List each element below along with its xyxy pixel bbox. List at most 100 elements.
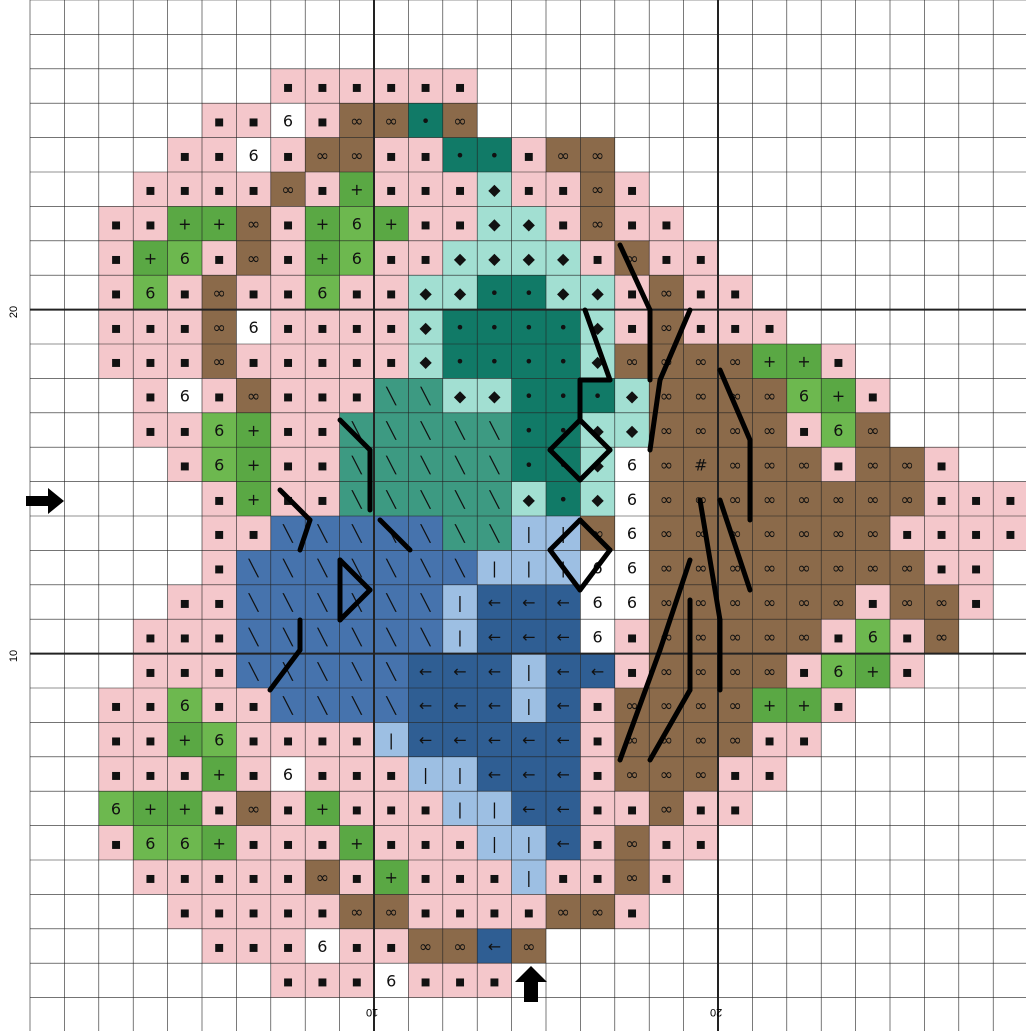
stitch-symbol: ╲	[351, 524, 363, 543]
stitch-symbol: |	[526, 662, 531, 681]
stitch-symbol: ∞	[247, 799, 260, 818]
stitch-symbol: ╲	[420, 559, 432, 578]
stitch-symbol: ▪	[455, 868, 466, 887]
stitch-symbol: ▪	[283, 903, 294, 922]
stitch-symbol: ∞	[729, 731, 742, 750]
stitch-symbol: ╲	[351, 627, 363, 646]
stitch-symbol: ∞	[832, 490, 845, 509]
stitch-symbol: ▪	[179, 903, 190, 922]
stitch-symbol: ←	[453, 662, 466, 681]
stitch-symbol: •	[421, 111, 430, 130]
stitch-symbol: ∞	[763, 662, 776, 681]
stitch-symbol: ▪	[351, 283, 362, 302]
stitch-symbol: ▪	[111, 283, 122, 302]
stitch-symbol: ╲	[317, 662, 329, 681]
stitch-symbol: ▪	[420, 77, 431, 96]
stitch-symbol: ∞	[660, 696, 673, 715]
stitch-symbol: ∞	[729, 627, 742, 646]
stitch-symbol: ▪	[283, 146, 294, 165]
stitch-symbol: ▪	[111, 834, 122, 853]
stitch-symbol: 6	[352, 249, 362, 268]
stitch-symbol: |	[457, 627, 462, 646]
stitch-symbol: +	[763, 696, 776, 715]
stitch-symbol: ◆	[523, 215, 536, 234]
stitch-symbol: ←	[556, 662, 569, 681]
stitch-symbol: ∞	[832, 559, 845, 578]
stitch-symbol: ╲	[248, 627, 260, 646]
stitch-symbol: ▪	[351, 77, 362, 96]
stitch-symbol: ▪	[351, 387, 362, 406]
stitch-symbol: ▪	[214, 559, 225, 578]
stitch-symbol: +	[247, 455, 260, 474]
stitch-symbol: ▪	[592, 834, 603, 853]
stitch-symbol: ▪	[317, 765, 328, 784]
stitch-symbol: ╲	[317, 696, 329, 715]
stitch-symbol: 6	[833, 662, 843, 681]
stitch-symbol: +	[866, 662, 879, 681]
row-label-20: 20	[8, 306, 20, 318]
stitch-symbol: ▪	[592, 249, 603, 268]
stitch-symbol: ∞	[935, 627, 948, 646]
stitch-symbol: +	[247, 421, 260, 440]
stitch-symbol: •	[490, 318, 499, 337]
stitch-symbol: ▪	[317, 834, 328, 853]
stitch-symbol: ◆	[488, 387, 501, 406]
stitch-symbol: ▪	[317, 352, 328, 371]
stitch-symbol: ▪	[420, 249, 431, 268]
stitch-symbol: ▪	[145, 868, 156, 887]
stitch-symbol: 6	[145, 834, 155, 853]
stitch-symbol: ╲	[385, 421, 397, 440]
stitch-symbol: +	[178, 799, 191, 818]
stitch-symbol: ▪	[730, 799, 741, 818]
stitch-symbol: ▪	[248, 731, 259, 750]
stitch-symbol: ▪	[214, 146, 225, 165]
stitch-symbol: ▪	[592, 696, 603, 715]
stitch-symbol: ∞	[763, 627, 776, 646]
stitch-symbol: ╲	[351, 662, 363, 681]
stitch-symbol: ∞	[797, 593, 810, 612]
stitch-symbol: ∞	[763, 421, 776, 440]
stitch-symbol: ▪	[317, 111, 328, 130]
stitch-symbol: ╲	[454, 524, 466, 543]
stitch-symbol: ▪	[627, 180, 638, 199]
stitch-symbol: ▪	[730, 283, 741, 302]
stitch-symbol: ▪	[386, 77, 397, 96]
stitch-symbol: ▪	[489, 903, 500, 922]
stitch-symbol: ▪	[936, 490, 947, 509]
stitch-symbol: ▪	[283, 215, 294, 234]
stitch-symbol: 6	[249, 318, 259, 337]
stitch-symbol: ∞	[350, 903, 363, 922]
stitch-symbol: ∞	[694, 593, 707, 612]
stitch-symbol: ▪	[420, 971, 431, 990]
stitch-symbol: ╲	[420, 421, 432, 440]
stitch-symbol: ▪	[351, 971, 362, 990]
stitch-symbol: ▪	[455, 215, 466, 234]
stitch-symbol: ▪	[386, 937, 397, 956]
stitch-symbol: ▪	[833, 696, 844, 715]
stitch-symbol: ◆	[523, 490, 536, 509]
stitch-symbol: ▪	[283, 421, 294, 440]
stitch-symbol: •	[455, 318, 464, 337]
stitch-symbol: #	[694, 455, 707, 474]
stitch-symbol: ▪	[214, 524, 225, 543]
stitch-symbol: ←	[488, 662, 501, 681]
stitch-symbol: ∞	[694, 387, 707, 406]
stitch-symbol: ∞	[660, 559, 673, 578]
stitch-symbol: ╲	[248, 662, 260, 681]
stitch-symbol: ∞	[694, 765, 707, 784]
stitch-symbol: 6	[627, 559, 637, 578]
stitch-symbol: ▪	[214, 799, 225, 818]
stitch-symbol: ╲	[317, 627, 329, 646]
stitch-symbol: ▪	[420, 834, 431, 853]
stitch-symbol: ←	[488, 593, 501, 612]
stitch-symbol: ▪	[971, 490, 982, 509]
stitch-symbol: ▪	[248, 834, 259, 853]
stitch-symbol: ▪	[351, 937, 362, 956]
stitch-symbol: ▪	[248, 696, 259, 715]
stitch-symbol: ▪	[386, 249, 397, 268]
stitch-symbol: ▪	[179, 868, 190, 887]
stitch-symbol: ▪	[179, 627, 190, 646]
stitch-symbol: ←	[522, 799, 535, 818]
stitch-symbol: ╲	[385, 559, 397, 578]
stitch-symbol: ▪	[764, 731, 775, 750]
